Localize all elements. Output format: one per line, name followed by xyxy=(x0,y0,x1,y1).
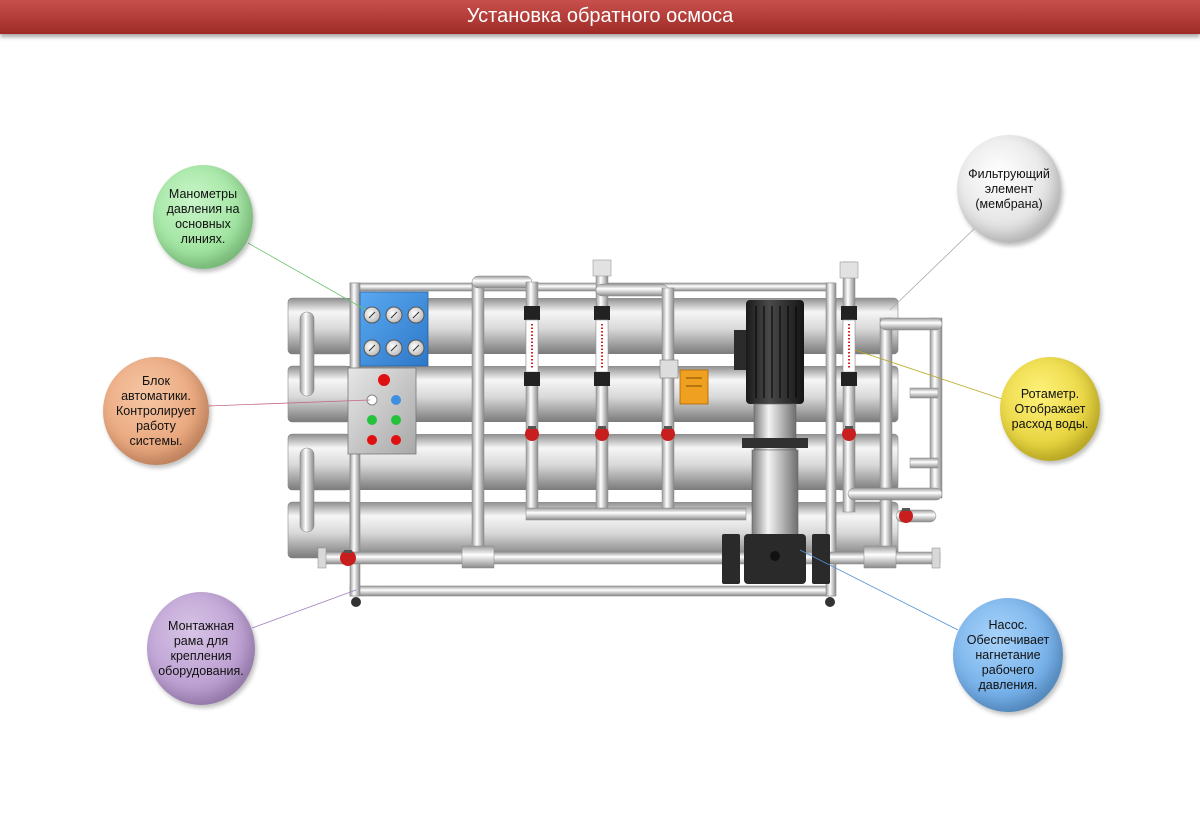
valves xyxy=(340,426,913,566)
rotameters xyxy=(524,306,857,386)
callout-membrane: Фильтрующий элемент (мембрана) xyxy=(957,135,1061,243)
callout-automation-text: Блок автоматики. Контролирует работу сис… xyxy=(116,373,196,448)
actuator xyxy=(659,359,709,405)
callout-frame-text: Монтажная рама для крепления оборудовани… xyxy=(158,618,244,678)
callout-rotameter-text: Ротаметр. Отображает расход воды. xyxy=(1011,386,1089,431)
callout-gauges-text: Манометры давления на основных линиях. xyxy=(166,187,240,246)
callout-rotameter: Ротаметр. Отображает расход воды. xyxy=(1000,357,1100,461)
callout-automation: Блок автоматики. Контролирует работу сис… xyxy=(103,357,209,465)
callout-pump: Насос. Обеспечивает нагнетание рабочего … xyxy=(953,598,1063,712)
callout-pump-text: Насос. Обеспечивает нагнетание рабочего … xyxy=(966,617,1050,692)
callout-membrane-text: Фильтрующий элемент (мембрана) xyxy=(968,166,1050,211)
callout-gauges: Манометры давления на основных линиях. xyxy=(153,165,253,269)
gauge-panel xyxy=(359,291,429,367)
page-title: Установка обратного осмоса xyxy=(0,0,1200,34)
control-box xyxy=(347,367,417,455)
callout-frame: Монтажная рама для крепления оборудовани… xyxy=(147,592,255,705)
leader-lines xyxy=(207,227,1006,631)
pump xyxy=(722,300,830,584)
